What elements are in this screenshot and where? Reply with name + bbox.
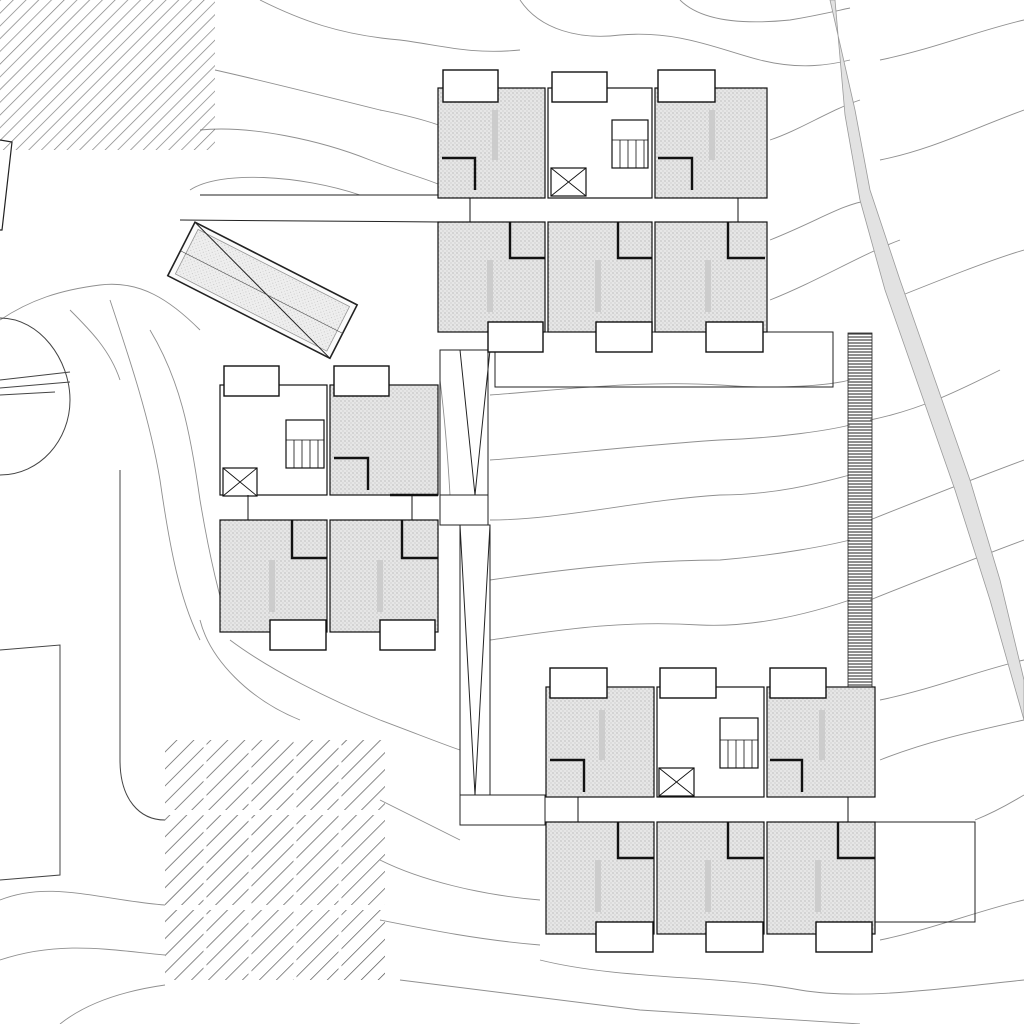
contour-line xyxy=(189,176,361,196)
unit xyxy=(654,87,768,199)
walkway-link xyxy=(439,349,489,496)
contour-line xyxy=(69,309,121,381)
contour-line xyxy=(869,459,1024,521)
contour-line xyxy=(679,0,851,23)
contour-line xyxy=(489,379,851,396)
unit xyxy=(329,519,439,633)
walkway-north xyxy=(494,331,834,388)
access-road xyxy=(119,470,166,821)
contour-line xyxy=(0,947,166,961)
contour-line xyxy=(109,299,201,641)
contour-line xyxy=(199,619,301,721)
unit xyxy=(329,384,439,496)
contour-line xyxy=(59,984,166,1024)
stair-strip xyxy=(847,332,873,689)
contour-line xyxy=(539,959,1024,995)
road-edge xyxy=(829,0,1024,721)
contour-line xyxy=(879,899,1024,941)
contour-line xyxy=(199,128,441,186)
contour-line xyxy=(0,890,166,906)
contour-line xyxy=(489,599,851,641)
hatched-field xyxy=(0,0,215,150)
unit xyxy=(437,87,546,199)
contour-line xyxy=(879,659,1024,701)
contour-line xyxy=(769,199,871,241)
parking-area xyxy=(165,740,385,980)
contour-line xyxy=(489,539,851,581)
contour-line xyxy=(879,19,1024,61)
contour-line xyxy=(399,979,861,1024)
contour-line xyxy=(879,719,1024,761)
contour-line xyxy=(259,0,521,52)
contour-line xyxy=(229,639,461,751)
walkway-southeast xyxy=(459,794,546,826)
contour-line xyxy=(149,329,231,631)
terrace-east xyxy=(874,821,976,923)
stair xyxy=(611,119,649,169)
road-strip xyxy=(829,0,1024,721)
contour-line xyxy=(439,379,451,496)
north-block xyxy=(437,69,768,353)
contour-line xyxy=(889,249,1024,301)
southeast-block xyxy=(545,667,876,953)
west-block xyxy=(219,365,439,651)
roundabout xyxy=(0,317,71,476)
contour-line xyxy=(379,859,541,901)
ramp-south xyxy=(459,524,491,796)
walkway-mid xyxy=(439,494,489,526)
contour-line xyxy=(0,283,201,331)
contour-line xyxy=(489,424,851,461)
contour-line xyxy=(379,799,461,841)
contour-line xyxy=(974,794,1024,821)
west-site xyxy=(0,0,215,881)
contour-line xyxy=(214,69,446,129)
contour-line xyxy=(879,109,1024,161)
contour-line xyxy=(379,919,541,946)
contour-line xyxy=(869,539,1024,601)
tilted-canopy xyxy=(166,221,359,360)
contour-line xyxy=(489,474,851,521)
contour-line xyxy=(519,0,851,67)
